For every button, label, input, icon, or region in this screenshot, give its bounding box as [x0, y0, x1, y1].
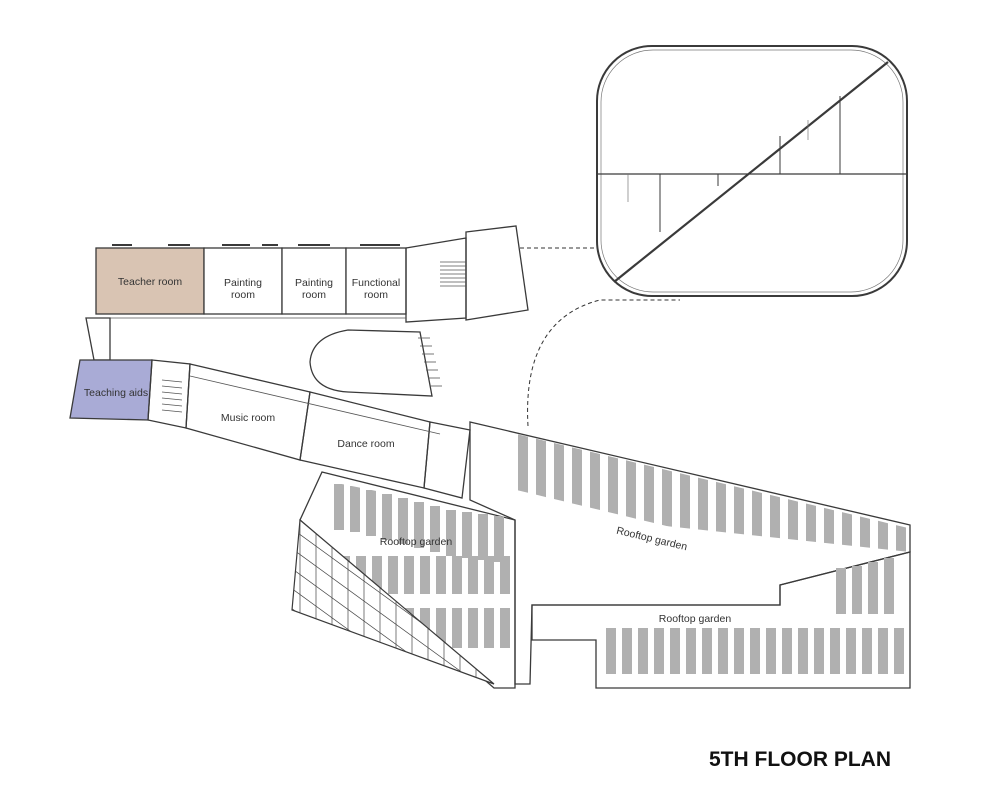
- teacher-room-label: Teacher room: [118, 276, 182, 288]
- painting-room-1: [203, 247, 283, 315]
- stair-treads-top: [440, 261, 466, 287]
- rooftop-garden-west: [299, 471, 516, 689]
- dance-room-label: Dance room: [337, 438, 394, 450]
- planter-grid-southeast: [606, 558, 904, 674]
- west-link: [85, 317, 111, 361]
- painting-room-2-label-line1: Painting: [295, 277, 333, 289]
- planter-row-east: [518, 434, 906, 552]
- rooftop-garden-strip-label: Rooftop garden: [615, 525, 688, 554]
- plan-title: 5TH FLOOR PLAN: [709, 748, 891, 771]
- middle-wing: [69, 359, 471, 499]
- stair-treads-west: [161, 379, 183, 413]
- music-room-label: Music room: [221, 412, 276, 424]
- painting-room-2: [281, 247, 347, 315]
- middle-corridor-wall: [189, 375, 441, 435]
- detail-enlargement: [596, 45, 908, 297]
- painting-room-1-label-line2: room: [231, 289, 255, 301]
- rooftop-garden-southeast-label: Rooftop garden: [659, 613, 732, 625]
- callout-line-bottom: [527, 299, 680, 427]
- teacher-room: [95, 247, 205, 315]
- top-east-block: [465, 225, 529, 321]
- top-stair-core: [405, 237, 467, 323]
- painting-room-2-label-line2: room: [302, 289, 326, 301]
- functional-room-label-line2: room: [364, 289, 388, 301]
- rooftop-garden-west-label: Rooftop garden: [380, 536, 453, 548]
- painting-room-1-label-line1: Painting: [224, 277, 262, 289]
- middle-east-core: [423, 421, 471, 499]
- teaching-aids-label: Teaching aids: [84, 387, 148, 399]
- rooftop-garden-southeast: [531, 551, 911, 689]
- west-stair-core: [147, 359, 191, 429]
- functional-room-label-line1: Functional: [352, 277, 400, 289]
- top-wing: [95, 225, 529, 323]
- lobby-stair: [418, 337, 442, 387]
- curved-lobby: [309, 329, 433, 397]
